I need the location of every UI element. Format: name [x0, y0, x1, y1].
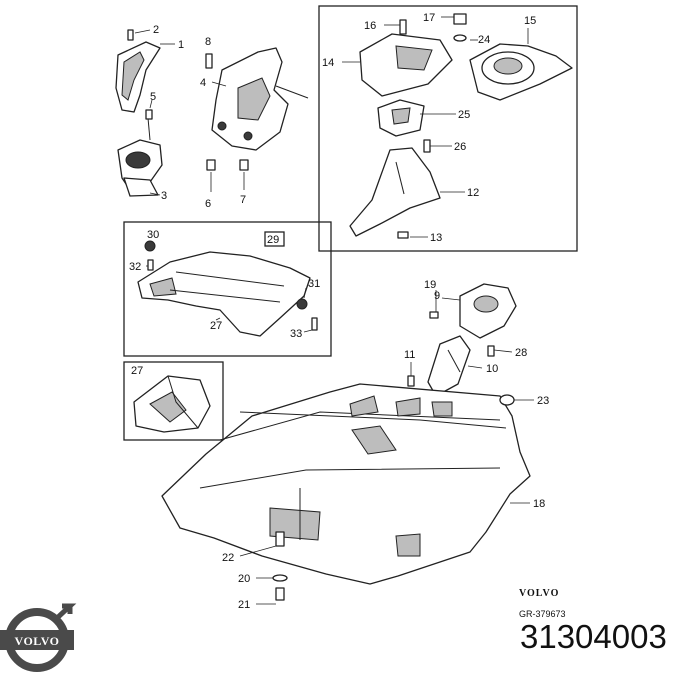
front-mount-leaders	[134, 29, 175, 196]
callout-31: 31	[308, 278, 320, 290]
callout-24: 24	[478, 34, 490, 46]
subframe-leaders	[146, 265, 313, 333]
upper-mount-leaders	[342, 16, 529, 238]
callout-19: 19	[424, 279, 436, 291]
callout-17: 17	[423, 12, 435, 24]
callout-10: 10	[486, 363, 498, 375]
callout-27-subframe: 27	[210, 320, 222, 332]
upper-mount-assembly	[349, 13, 573, 239]
callout-8: 8	[205, 36, 211, 48]
callout-5: 5	[150, 91, 156, 103]
callout-25: 25	[458, 109, 470, 121]
callout-21: 21	[238, 599, 250, 611]
shield-leaders	[239, 399, 534, 605]
callout-4: 4	[200, 77, 206, 89]
subframe-part-detail-frame	[123, 361, 224, 441]
callout-28: 28	[515, 347, 527, 359]
callout-32: 32	[129, 261, 141, 273]
callout-27: 27	[131, 365, 143, 377]
callout-12: 12	[467, 187, 479, 199]
callout-33: 33	[290, 328, 302, 340]
subframe-detail-frame	[123, 221, 332, 357]
engine-bracket-assembly	[205, 47, 309, 171]
callout-3: 3	[161, 190, 167, 202]
bracket-leaders	[210, 81, 245, 192]
mount-detail-frame	[318, 5, 578, 252]
subframe-part-detail	[133, 375, 211, 433]
boxed-callout-29	[264, 231, 285, 247]
subframe-assembly	[137, 240, 318, 337]
callout-14: 14	[322, 57, 334, 69]
callout-16: 16	[364, 20, 376, 32]
callout-7: 7	[240, 194, 246, 206]
callout-26: 26	[454, 141, 466, 153]
callout-6: 6	[205, 198, 211, 210]
engine-splash-shield	[161, 383, 531, 601]
callout-2: 2	[153, 24, 159, 36]
callout-20: 20	[238, 573, 250, 585]
front-engine-mount-assembly	[115, 29, 163, 197]
callout-18: 18	[533, 498, 545, 510]
callout-11: 11	[404, 349, 415, 361]
rear-mount-assembly	[407, 283, 517, 397]
diagram-reference: GR-379673	[519, 609, 566, 619]
volvo-logo: VOLVO	[0, 603, 77, 672]
logo-wordmark: VOLVO	[15, 634, 60, 648]
rear-mount-leaders	[410, 290, 513, 376]
callout-9: 9	[434, 290, 440, 302]
callout-1: 1	[178, 39, 184, 51]
brand-stamp: VOLVO	[519, 588, 560, 599]
callout-30: 30	[147, 229, 159, 241]
callout-15: 15	[524, 15, 536, 27]
part-number: 31304003	[520, 618, 667, 655]
callout-29: 29	[267, 234, 279, 246]
callout-23: 23	[537, 395, 549, 407]
callout-22: 22	[222, 552, 234, 564]
callout-13: 13	[430, 232, 442, 244]
